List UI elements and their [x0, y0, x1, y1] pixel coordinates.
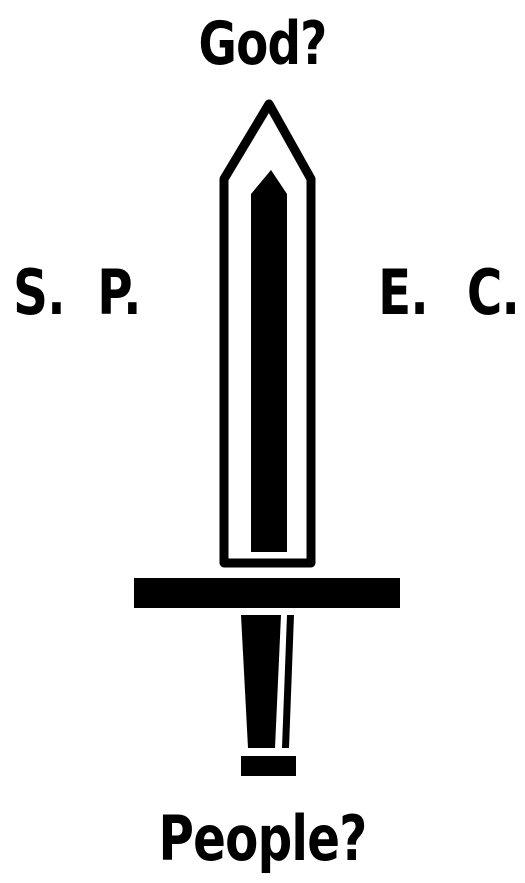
grip: [241, 615, 281, 748]
bottom-label: People?: [58, 808, 468, 870]
blade-core: [251, 170, 287, 552]
grip-stripe: [282, 615, 294, 748]
crossguard: [134, 578, 400, 608]
pommel: [241, 756, 296, 776]
